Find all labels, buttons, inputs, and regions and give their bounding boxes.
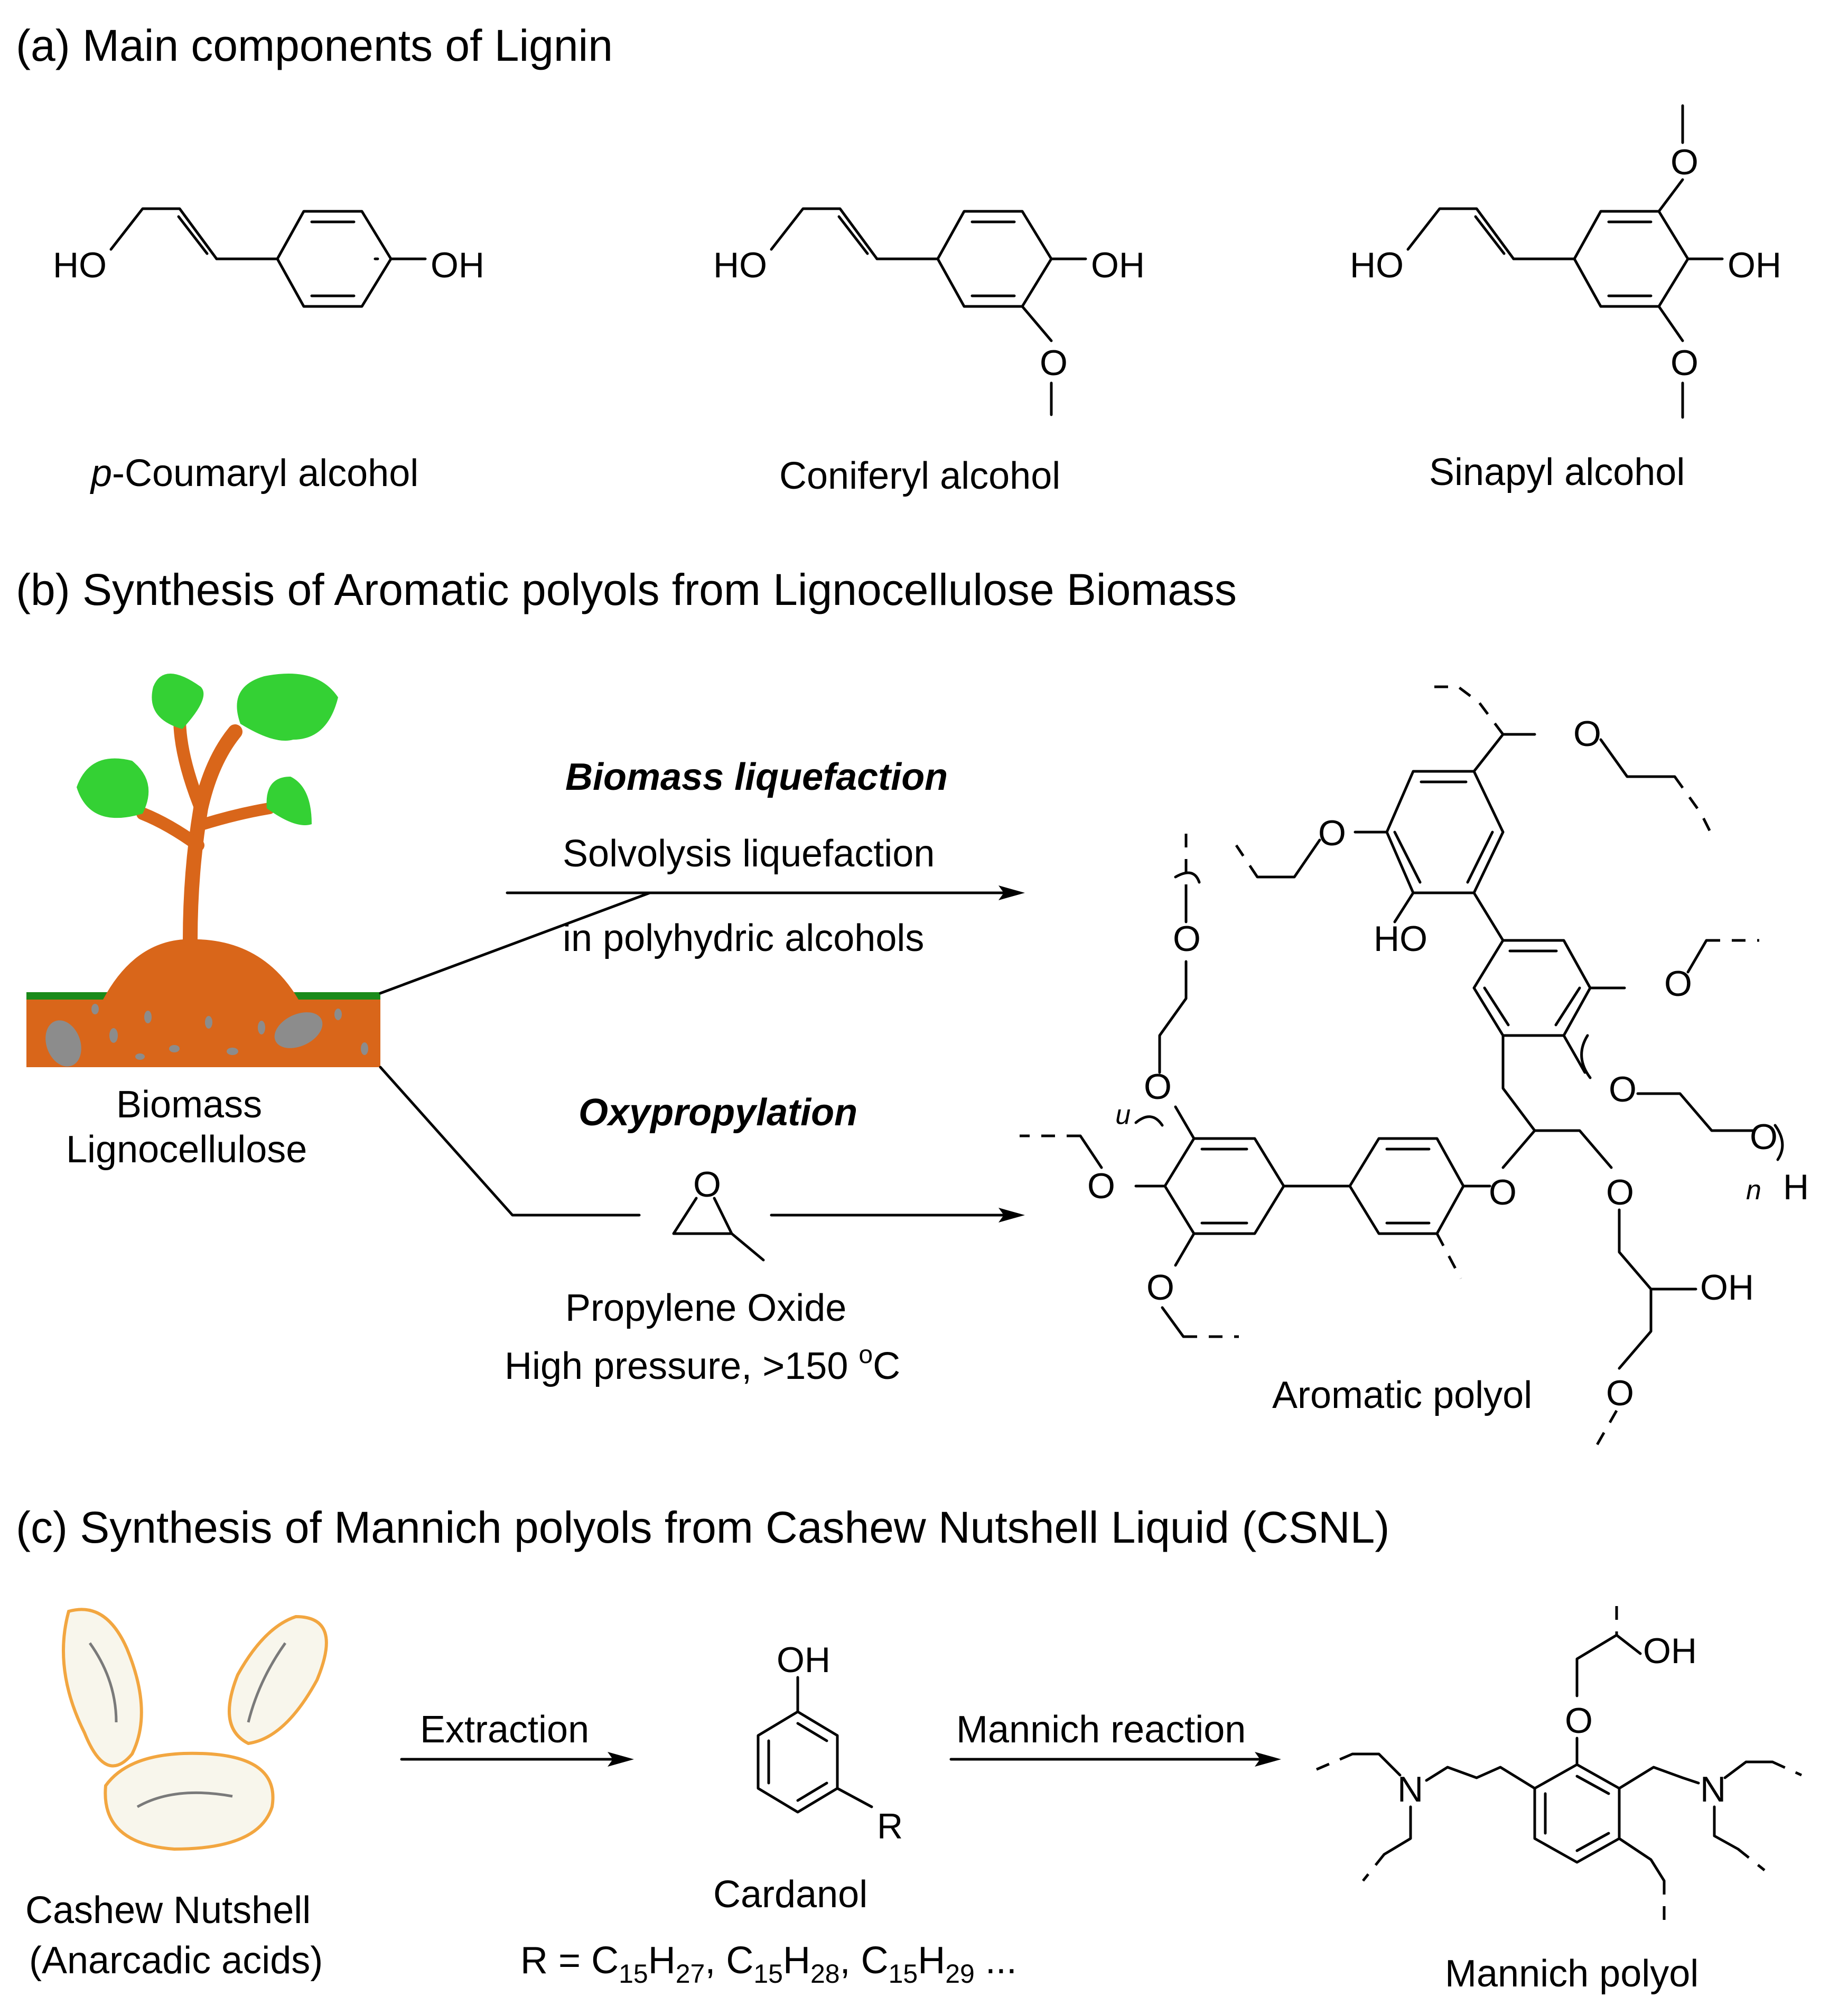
panel-a-heading: (a) Main components of Lignin <box>16 21 613 70</box>
reaction-condition: High pressure, >150 oC <box>505 1341 900 1387</box>
route1-condition-1: Solvolysis liquefaction <box>563 833 935 875</box>
intermediate-label-cardanol: Cardanol <box>713 1873 867 1916</box>
source-label-cashew-nutshell: Cashew Nutshell <box>25 1889 311 1932</box>
leaf <box>152 674 204 729</box>
soil-mound <box>103 939 298 1000</box>
leaf <box>77 758 149 818</box>
aromatic-polyol-structure: O O HO O O O n H <box>1020 685 1809 1449</box>
route2-title: Oxypropylation <box>578 1091 857 1134</box>
stem <box>183 724 242 948</box>
route1-title: Biomass liquefaction <box>565 756 948 798</box>
atom-o: O <box>1606 1373 1634 1413</box>
product-label-mannich-polyol: Mannich polyol <box>1445 1953 1698 1995</box>
atom-o: O <box>1087 1166 1115 1206</box>
panel-b-heading: (b) Synthesis of Aromatic polyols from L… <box>16 565 1237 614</box>
source-label-anarcadic-acids: (Anarcadic acids) <box>29 1939 323 1982</box>
mannich-polyol-structure: OH O N N <box>1315 1606 1803 1928</box>
step-label-extraction: Extraction <box>420 1709 589 1751</box>
atom-o: O <box>1489 1172 1517 1212</box>
cashew-kernel-line <box>88 1642 118 1723</box>
subscript-n: n <box>1746 1175 1761 1206</box>
route-branch-lower <box>379 1066 641 1217</box>
step-label-mannich-reaction: Mannich reaction <box>956 1709 1246 1751</box>
panel-b: (b) Synthesis of Aromatic polyols from L… <box>16 565 1809 1449</box>
atom-ho: HO <box>1350 245 1404 285</box>
pebbles <box>91 1004 368 1060</box>
source-label-lignocellulose: Lignocellulose <box>66 1128 307 1171</box>
arrow-mannich <box>949 1752 1281 1767</box>
cashew-nutshell-icon <box>62 1608 328 1851</box>
cashew-shell <box>62 1608 143 1768</box>
atom-o: O <box>693 1164 721 1205</box>
atom-ho: HO <box>713 245 767 285</box>
source-label-biomass: Biomass <box>116 1084 262 1126</box>
panel-a: (a) Main components of Lignin HO OH p-Co… <box>16 21 1781 497</box>
atom-ho: HO <box>1374 919 1427 959</box>
atom-n: N <box>1397 1769 1423 1809</box>
atom-o: O <box>1144 1067 1172 1107</box>
compound-label-sinapyl: Sinapyl alcohol <box>1429 451 1685 493</box>
branch <box>173 712 207 815</box>
soil-layer <box>26 999 380 1067</box>
atom-r: R <box>877 1806 903 1846</box>
compound-label-coniferyl: Coniferyl alcohol <box>779 455 1060 497</box>
route1-condition-2: in polyhydric alcohols <box>563 917 924 959</box>
atom-o: O <box>1670 343 1698 383</box>
atom-o: O <box>1565 1701 1593 1741</box>
cashew-kernel-line <box>247 1642 287 1723</box>
atom-oh: OH <box>1643 1631 1697 1671</box>
cashew-shell <box>228 1615 328 1746</box>
atom-n: N <box>1700 1769 1726 1809</box>
atom-o: O <box>1609 1069 1637 1109</box>
panel-c: (c) Synthesis of Mannich polyols from Ca… <box>16 1503 1803 1995</box>
panel-c-heading: (c) Synthesis of Mannich polyols from Ca… <box>16 1503 1389 1552</box>
atom-oh: OH <box>777 1640 830 1680</box>
arrow-extraction <box>400 1752 634 1767</box>
atom-h: H <box>1783 1167 1809 1207</box>
arrow-lower <box>770 1208 1025 1223</box>
branch <box>198 803 275 830</box>
atom-oh: OH <box>1091 245 1145 285</box>
plant-biomass-icon <box>26 674 651 1217</box>
atom-o: O <box>1146 1267 1174 1308</box>
cashew-shell <box>104 1751 275 1851</box>
leaf <box>237 674 338 741</box>
atom-o: O <box>1318 813 1346 853</box>
atom-o: O <box>1573 714 1601 754</box>
product-label-aromatic-polyol: Aromatic polyol <box>1272 1374 1532 1416</box>
subscript-n: n <box>1115 1103 1131 1134</box>
branch <box>136 807 204 852</box>
propylene-oxide-structure: O <box>672 1164 765 1262</box>
atom-o: O <box>1606 1172 1634 1212</box>
atom-o: O <box>1750 1117 1778 1157</box>
route-branch-upper <box>379 891 651 995</box>
atom-o: O <box>1173 919 1201 959</box>
atom-ho: HO <box>53 245 107 285</box>
atom-oh: OH <box>1728 245 1781 285</box>
cardanol-structure: OH R <box>757 1640 903 1846</box>
atom-o: O <box>1670 142 1698 182</box>
compound-label-p-coumaryl: p-Coumaryl alcohol <box>90 452 418 494</box>
arrow-upper <box>506 885 1025 900</box>
atom-oh: OH <box>431 245 484 285</box>
sinapyl-alcohol-structure: HO OH O O <box>1350 104 1781 419</box>
stone <box>45 1020 81 1067</box>
coniferyl-alcohol-structure: HO OH O <box>713 207 1145 416</box>
atom-oh: OH <box>1700 1267 1754 1308</box>
p-coumaryl-alcohol-structure: HO OH <box>53 207 484 308</box>
r-group-definition: R = C15H27, C15H28, C15H29 ... <box>520 1939 1017 1989</box>
atom-o: O <box>1040 343 1068 383</box>
stone <box>274 1012 323 1048</box>
leaf <box>266 777 312 825</box>
cashew-kernel-line <box>136 1791 233 1808</box>
reagent-label-propylene-oxide: Propylene Oxide <box>565 1287 846 1329</box>
